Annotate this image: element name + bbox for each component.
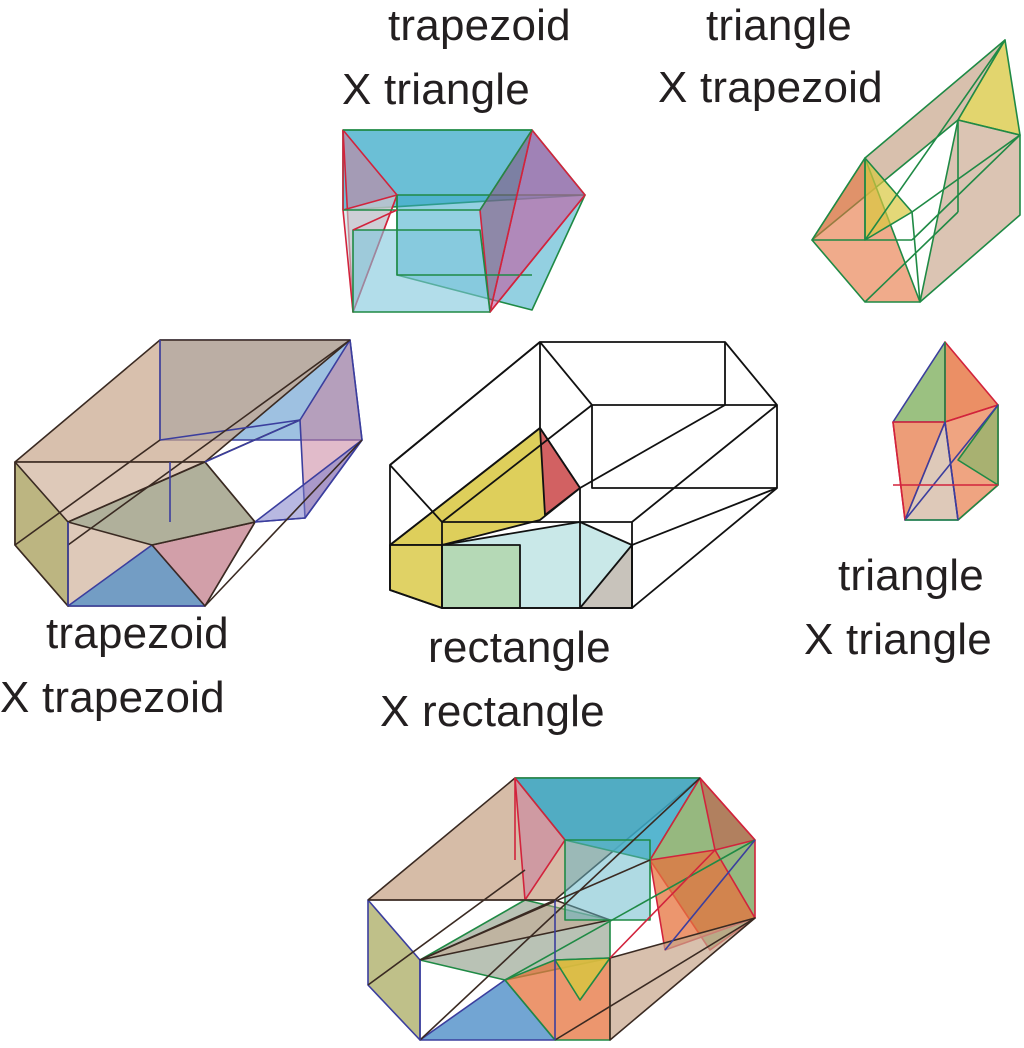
label-triangle-x-trapezoid-line1: triangle — [706, 1, 852, 50]
label-rectangle-x-rectangle-line2: X rectangle — [380, 687, 605, 736]
label-trapezoid-x-trapezoid-line1: trapezoid — [46, 609, 229, 658]
label-trapezoid-x-trapezoid-line2: X trapezoid — [0, 673, 225, 722]
label-trapezoid-x-triangle-line2: X triangle — [342, 65, 530, 114]
trapezoid-x-trapezoid-prism — [14, 339, 363, 607]
trapezoid-x-triangle-prism — [342, 129, 586, 313]
label-triangle-x-trapezoid-line2: X trapezoid — [658, 63, 883, 112]
label-triangle-x-triangle-line2: X triangle — [804, 615, 992, 664]
composite-prism — [367, 777, 756, 1041]
triangle-x-triangle-prism — [892, 341, 999, 521]
label-trapezoid-x-triangle-line1: trapezoid — [388, 1, 571, 50]
triangle-x-trapezoid-prism — [811, 39, 1021, 303]
label-triangle-x-triangle-line1: triangle — [838, 551, 984, 600]
label-rectangle-x-rectangle-line1: rectangle — [428, 623, 611, 672]
rectangle-x-rectangle-prism — [389, 341, 778, 609]
